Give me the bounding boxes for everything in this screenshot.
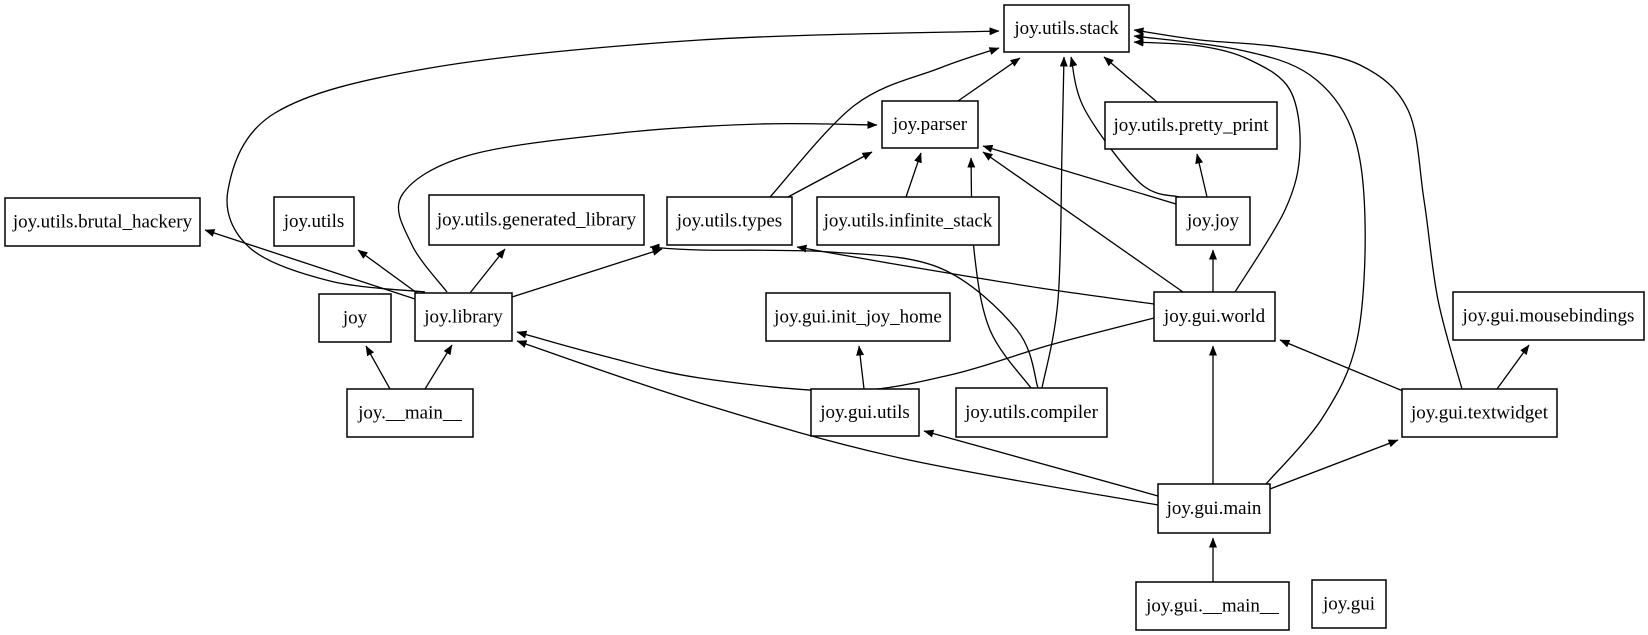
node-label-joy_utils_generated_library: joy.utils.generated_library — [436, 209, 637, 230]
node-box-joy_gui_init_joy_home — [765, 292, 951, 342]
node-joy_utils_types: joy.utils.types — [666, 196, 793, 246]
node-box-joy_gui — [1311, 579, 1387, 629]
node-joy_gui_main_module: joy.gui.__main__ — [1135, 581, 1290, 631]
node-label-joy_gui_main: joy.gui.main — [1166, 498, 1262, 519]
node-box-joy_utils_compiler — [955, 387, 1108, 438]
node-label-joy_utils_stack: joy.utils.stack — [1013, 18, 1119, 39]
node-label-joy_utils_compiler: joy.utils.compiler — [964, 402, 1098, 423]
node-joy_utils_pretty_print: joy.utils.pretty_print — [1104, 101, 1278, 150]
node-joy_utils_compiler: joy.utils.compiler — [955, 387, 1108, 438]
edges-layer — [204, 27, 1530, 582]
edge-joy_library-to-joy_utils_generated_library — [469, 248, 506, 294]
edge-joy_utils_pretty_print-to-joy_utils_stack — [1103, 56, 1158, 103]
node-box-joy_utils_types — [666, 196, 793, 246]
edge-joy_parser-to-joy_utils_stack — [957, 57, 1021, 102]
node-label-joy_gui_world: joy.gui.world — [1163, 306, 1266, 327]
node-joy_utils_brutal_hackery: joy.utils.brutal_hackery — [4, 197, 201, 247]
node-label-joy: joy — [342, 307, 368, 328]
edge-joy_main-to-joy — [365, 345, 391, 390]
node-label-joy_gui: joy.gui — [1322, 593, 1375, 614]
node-box-joy_gui_main — [1157, 483, 1271, 534]
edge-joy_library-to-joy_parser — [397, 120, 878, 293]
edge-joy_library-to-joy_utils_brutal_hackery — [204, 229, 416, 300]
node-joy_utils_generated_library: joy.utils.generated_library — [428, 194, 645, 246]
node-box-joy_gui_mousebindings — [1452, 291, 1645, 341]
edge-joy_utils_compiler-to-joy_utils_generated_library — [649, 243, 1039, 389]
edge-joy_gui_textwidget-to-joy_gui_mousebindings — [1496, 344, 1530, 390]
edge-joy_utils_infinite_stack-to-joy_parser — [905, 152, 922, 198]
node-box-joy_parser — [881, 100, 979, 149]
node-box-joy_main — [346, 388, 474, 438]
node-box-joy_utils_generated_library — [428, 194, 645, 246]
node-label-joy_gui_init_joy_home: joy.gui.init_joy_home — [773, 306, 942, 327]
node-label-joy_utils_infinite_stack: joy.utils.infinite_stack — [823, 210, 993, 231]
node-joy_gui: joy.gui — [1311, 579, 1387, 629]
edge-joy_utils_types-to-joy_utils_stack — [769, 47, 1000, 198]
nodes-layer: joy.utils.stack joy.parser joy.utils.prett… — [4, 4, 1645, 631]
node-joy_gui_utils: joy.gui.utils — [810, 388, 920, 437]
node-box-joy_utils_infinite_stack — [816, 196, 1000, 246]
edge-joy_gui_textwidget-to-joy_gui_world — [1279, 339, 1404, 392]
node-label-joy_gui_textwidget: joy.gui.textwidget — [1410, 402, 1549, 423]
node-box-joy_library — [414, 292, 513, 342]
node-label-joy_utils: joy.utils — [283, 211, 345, 232]
node-label-joy_gui_main_module: joy.gui.__main__ — [1145, 595, 1279, 616]
node-joy_utils_infinite_stack: joy.utils.infinite_stack — [816, 196, 1000, 246]
edge-joy_joy-to-joy_utils_pretty_print — [1195, 153, 1208, 198]
node-label-joy_gui_mousebindings: joy.gui.mousebindings — [1462, 305, 1635, 326]
node-label-joy_main: joy.__main__ — [357, 402, 462, 423]
node-box-joy_utils_brutal_hackery — [4, 197, 201, 247]
node-joy_gui_world: joy.gui.world — [1153, 291, 1276, 342]
edge-joy_library-to-joy_utils_types — [511, 248, 663, 298]
node-box-joy_utils_pretty_print — [1104, 101, 1278, 150]
edge-joy_library-to-joy_utils — [357, 249, 418, 294]
node-joy_gui_textwidget: joy.gui.textwidget — [1401, 388, 1558, 438]
edge-joy_gui_main-to-joy_library — [516, 340, 1159, 506]
edge-joy_utils_types-to-joy_parser — [787, 151, 873, 198]
node-label-joy_joy: joy.joy — [1186, 210, 1240, 231]
node-joy_parser: joy.parser — [881, 100, 979, 149]
node-label-joy_gui_utils: joy.gui.utils — [819, 402, 910, 423]
node-box-joy_utils_stack — [1003, 4, 1130, 53]
node-label-joy_utils_pretty_print: joy.utils.pretty_print — [1113, 115, 1270, 136]
edge-joy_main-to-joy_library — [424, 344, 453, 390]
node-label-joy_utils_brutal_hackery: joy.utils.brutal_hackery — [12, 211, 193, 232]
edge-joy_gui_world-to-joy_parser — [982, 151, 1184, 293]
edge-joy_utils_compiler-to-joy_utils_stack — [1041, 56, 1068, 389]
node-joy_utils: joy.utils — [273, 196, 355, 247]
edge-joy_gui_main-to-joy_gui_utils — [923, 429, 1159, 497]
node-box-joy_joy — [1175, 196, 1251, 246]
node-box-joy_gui_utils — [810, 388, 920, 437]
edge-joy_gui_main-to-joy_utils_stack — [1133, 33, 1366, 485]
node-box-joy_utils — [273, 196, 355, 247]
node-box-joy_gui_textwidget — [1401, 388, 1558, 438]
edge-joy_gui_main-to-joy_gui_textwidget — [1269, 439, 1399, 490]
node-label-joy_utils_types: joy.utils.types — [676, 210, 782, 231]
node-label-joy_library: joy.library — [423, 306, 503, 327]
node-box-joy_gui_main_module — [1135, 581, 1290, 631]
edge-joy_gui_world-to-joy_utils_types — [796, 244, 1155, 305]
edge-joy_gui_textwidget-to-joy_utils_stack — [1133, 27, 1463, 390]
node-joy_gui_mousebindings: joy.gui.mousebindings — [1452, 291, 1645, 341]
edge-joy_gui_utils-to-joy_gui_init_joy_home — [856, 345, 865, 390]
node-joy_library: joy.library — [414, 292, 513, 342]
node-joy_utils_stack: joy.utils.stack — [1003, 4, 1130, 53]
node-joy_main: joy.__main__ — [346, 388, 474, 438]
node-joy_gui_main: joy.gui.main — [1157, 483, 1271, 534]
edge-joy_library-to-joy_utils_stack — [226, 27, 1000, 293]
node-label-joy_parser: joy.parser — [892, 114, 968, 135]
node-joy_gui_init_joy_home: joy.gui.init_joy_home — [765, 292, 951, 342]
node-joy_joy: joy.joy — [1175, 196, 1251, 246]
node-joy: joy — [318, 293, 392, 343]
node-box-joy_gui_world — [1153, 291, 1276, 342]
node-box-joy — [318, 293, 392, 343]
edge-joy_joy-to-joy_parser — [982, 144, 1177, 205]
edge-joy_gui_world-to-joy_utils_stack — [1133, 38, 1301, 293]
